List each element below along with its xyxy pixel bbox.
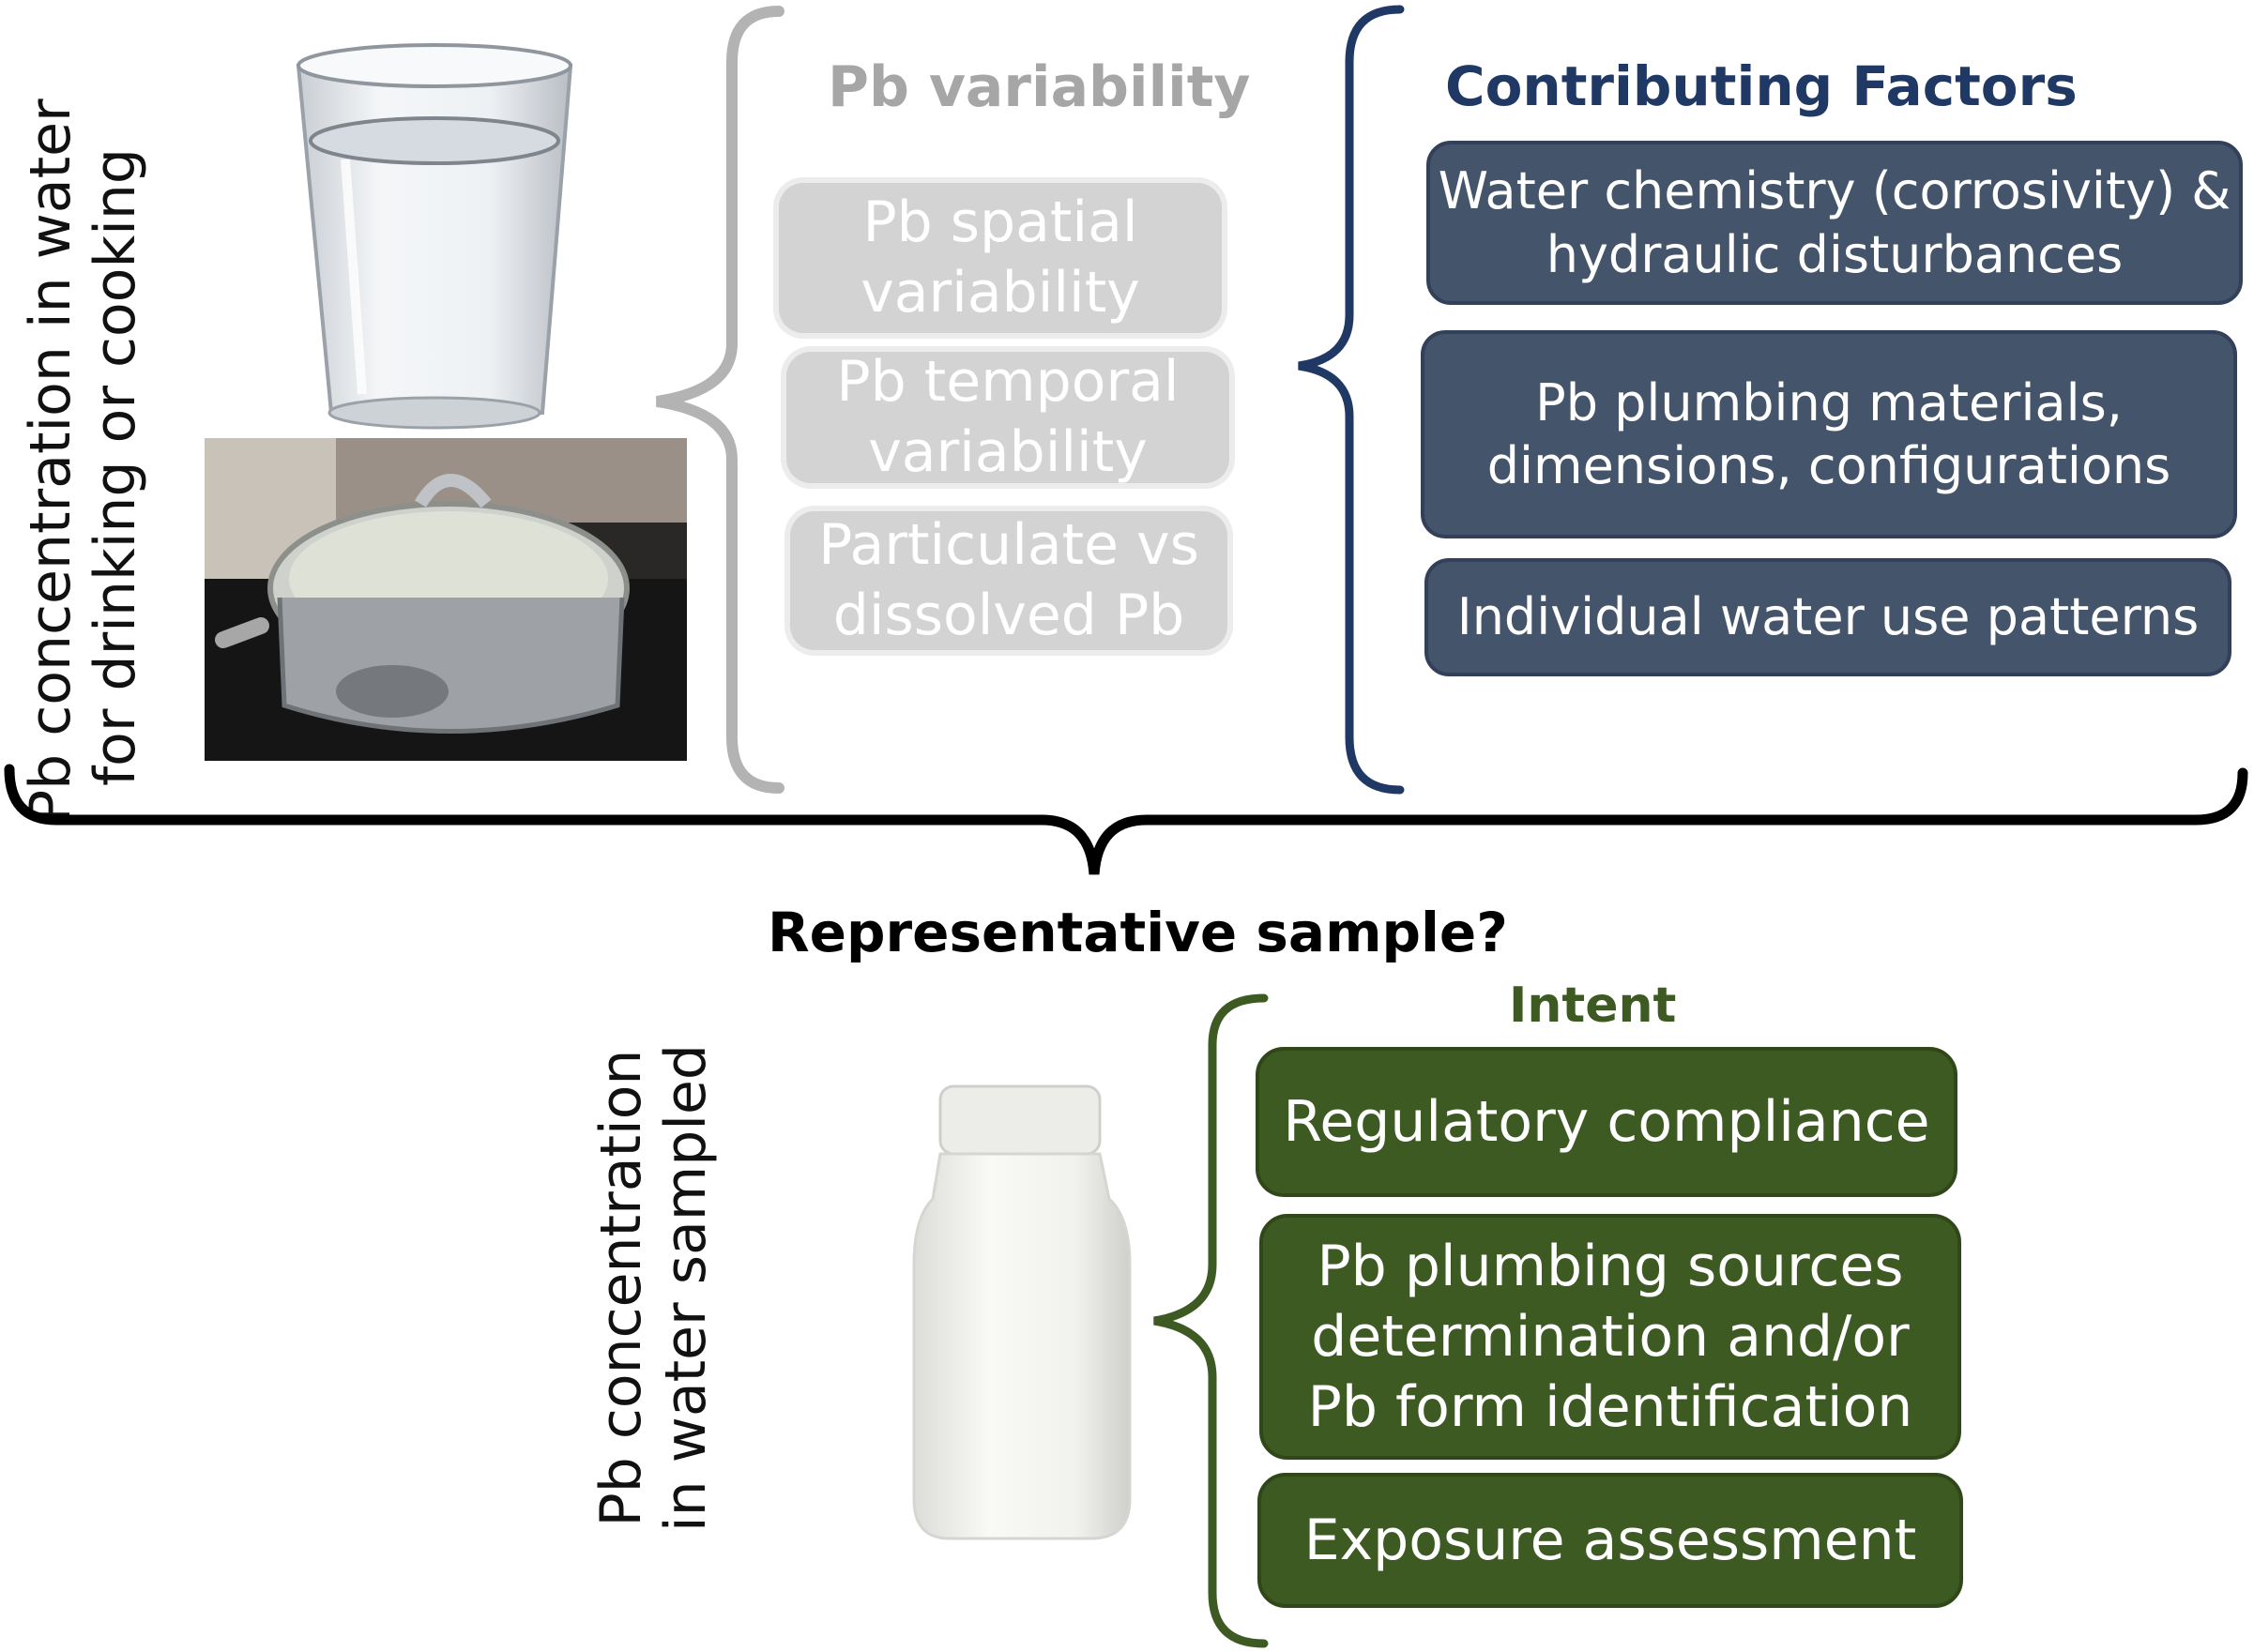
sample-label-line1: Pb concentration <box>588 1049 654 1527</box>
intent-item-regulatory-line1: Regulatory compliance <box>1283 1088 1930 1155</box>
variability-item-temporal-line1: Pb temporal <box>836 349 1180 415</box>
factor-item-water-use: Individual water use patterns <box>1424 558 2231 676</box>
factors-title: Contributing Factors <box>1445 54 2078 118</box>
factor-item-plumbing-materials-line1: Pb plumbing materials, <box>1535 372 2123 432</box>
variability-item-spatial-line2: variability <box>860 260 1140 326</box>
intent-item-plumbing-sources-line2: determination and/or <box>1311 1303 1910 1370</box>
variability-item-particulate-line2: dissolved Pb <box>832 583 1185 648</box>
variability-item-spatial-line1: Pb spatial <box>862 189 1138 255</box>
factor-item-water-chemistry: Water chemistry (corrosivity) &hydraulic… <box>1426 141 2243 305</box>
intent-item-plumbing-sources-line3: Pb form identification <box>1307 1373 1913 1440</box>
factor-item-water-chemistry-line2: hydraulic disturbances <box>1546 224 2124 284</box>
sample-label-line2: in water sampled <box>653 1043 719 1533</box>
sample-label: Pb concentration in water sampled <box>588 1035 730 1541</box>
variability-title: Pb variability <box>828 54 1251 120</box>
variability-item-temporal-line2: variability <box>868 419 1148 485</box>
intent-brace <box>1153 993 1269 1648</box>
intent-title: Intent <box>1509 978 1677 1034</box>
factor-item-water-use-line1: Individual water use patterns <box>1456 587 2200 647</box>
variability-item-particulate-line1: Particulate vs <box>818 512 1199 578</box>
intent-item-exposure: Exposure assessment <box>1257 1473 1963 1608</box>
factor-item-plumbing-materials-line2: dimensions, configurations <box>1486 436 2171 495</box>
intent-item-plumbing-sources-line1: Pb plumbing sources <box>1317 1233 1904 1299</box>
intent-item-regulatory: Regulatory compliance <box>1256 1047 1957 1197</box>
sample-bottle-icon <box>912 1084 1132 1540</box>
intent-item-exposure-line1: Exposure assessment <box>1303 1507 1917 1573</box>
boiling-pot-icon <box>205 438 687 761</box>
representative-sample-question: Representative sample? <box>768 901 1508 964</box>
drinking-water-label-line1: Pb concentration in water <box>18 99 84 824</box>
glass-of-water-icon <box>296 43 573 430</box>
variability-brace <box>656 6 784 794</box>
drinking-water-label: Pb concentration in water for drinking o… <box>18 99 169 824</box>
factors-brace <box>1298 5 1405 795</box>
overall-brace <box>4 764 2248 875</box>
factor-item-water-chemistry-line1: Water chemistry (corrosivity) & <box>1438 161 2231 220</box>
factor-item-plumbing-materials: Pb plumbing materials,dimensions, config… <box>1421 330 2237 538</box>
drinking-water-label-line2: for drinking or cooking <box>83 148 148 787</box>
